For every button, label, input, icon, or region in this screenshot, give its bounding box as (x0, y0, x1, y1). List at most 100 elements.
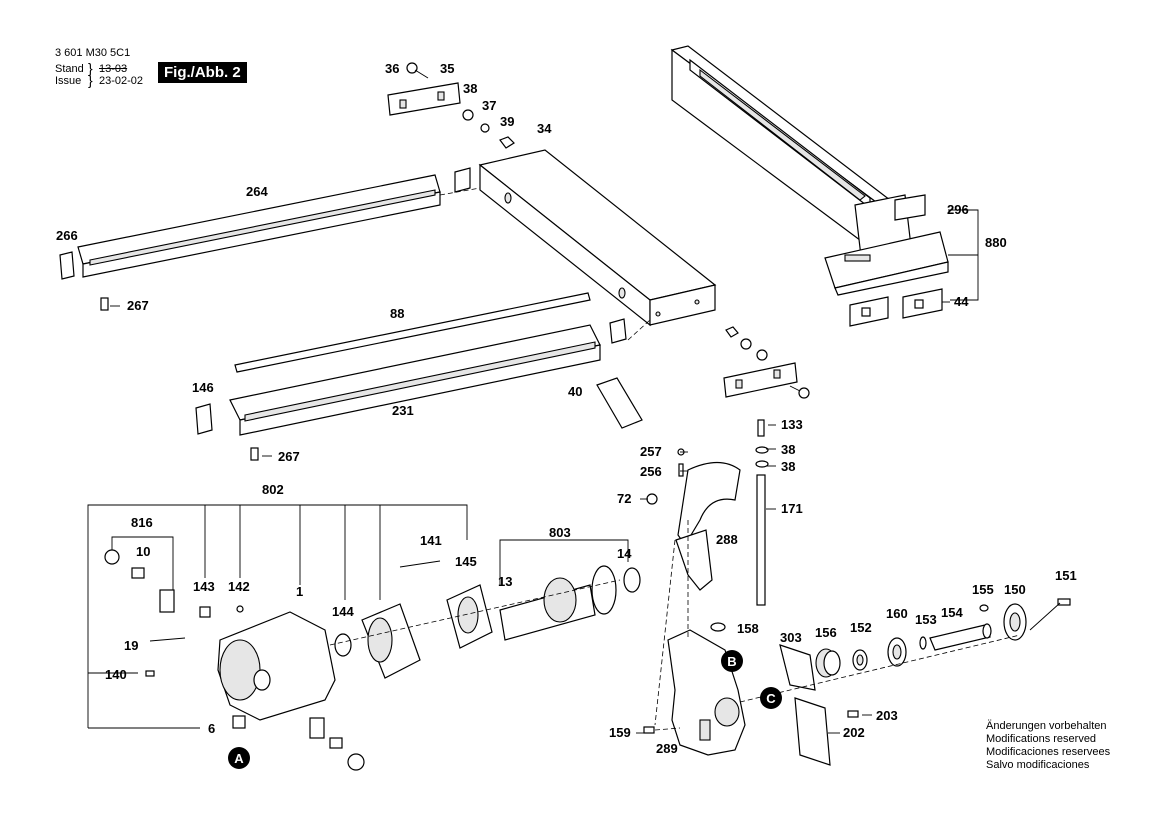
part-label: 303 (780, 630, 802, 645)
part-label: 267 (278, 449, 300, 464)
part-label: 38 (781, 459, 795, 474)
field-winding (361, 603, 421, 679)
part-label: 133 (781, 417, 803, 432)
callout-c (760, 687, 782, 709)
gasket (779, 644, 816, 691)
part-label: 202 (843, 725, 865, 740)
part-label: 171 (781, 501, 803, 516)
part-label: 37 (482, 98, 496, 113)
part-label: 39 (500, 114, 514, 129)
part-label: 257 (640, 444, 662, 459)
screw (100, 297, 109, 311)
slot (773, 369, 781, 379)
brace: } (88, 72, 93, 88)
fan-baffle (446, 584, 493, 649)
washer (462, 109, 474, 121)
modifications-note: Änderungen vorbehalten Modifications res… (986, 720, 1110, 772)
fence-clip (849, 296, 889, 327)
washer (755, 460, 769, 468)
part-label: 150 (1004, 582, 1026, 597)
brush-cap (104, 549, 175, 613)
screw (406, 62, 429, 79)
note-line: Salvo modificaciones (986, 759, 1090, 771)
part-label: 10 (136, 544, 150, 559)
bevel-bracket (675, 529, 713, 591)
part-label: 256 (640, 464, 662, 479)
glide-pad (596, 377, 643, 429)
stand-label: Stand (55, 63, 84, 75)
circlip (710, 622, 726, 632)
note-line: Modificaciones reservees (986, 746, 1111, 758)
part-label: 19 (124, 638, 138, 653)
part-label: 266 (56, 228, 78, 243)
part-label: 38 (463, 81, 477, 96)
extension-bar (478, 149, 717, 327)
part-label: 264 (246, 184, 268, 199)
part-label: 146 (192, 380, 214, 395)
scale-strip (234, 292, 591, 373)
nut (499, 136, 515, 149)
callout-b (721, 650, 743, 672)
part-label: 13 (498, 574, 512, 589)
guard-plate (794, 697, 831, 766)
guide-shaft (756, 474, 766, 606)
fence-clip (902, 288, 943, 319)
callout-a (228, 747, 250, 769)
part-label: 140 (105, 667, 127, 682)
pin (145, 670, 155, 677)
callout-a-letter: A (234, 751, 244, 766)
bracket-802 (87, 504, 468, 729)
nut (725, 326, 739, 338)
part-label: 289 (656, 741, 678, 756)
bracket-803 (499, 539, 629, 585)
screw (789, 385, 810, 399)
brush-holder (232, 715, 246, 729)
screw (250, 447, 259, 461)
callout-c-letter: C (766, 691, 776, 706)
bearing (852, 649, 868, 671)
part-label: 288 (716, 532, 738, 547)
ring (919, 636, 927, 650)
part-label: 88 (390, 306, 404, 321)
gear-housing (667, 629, 746, 756)
part-label: 153 (915, 612, 937, 627)
motor-housing (217, 611, 336, 721)
part-label: 203 (876, 708, 898, 723)
bevel-sector (677, 461, 741, 547)
bolt (757, 419, 765, 437)
part-label: 155 (972, 582, 994, 597)
key (979, 604, 989, 612)
flange (1003, 603, 1027, 641)
clamp-plate (723, 362, 798, 398)
washer (756, 349, 768, 361)
part-label: 296 (947, 202, 969, 217)
note-line: Änderungen vorbehalten (986, 720, 1107, 732)
gear (815, 648, 841, 678)
part-label: 143 (193, 579, 215, 594)
part-label: 151 (1055, 568, 1077, 583)
part-label: 72 (617, 491, 631, 506)
part-number: 3 601 M30 5C1 (55, 47, 131, 59)
note-line: Modifications reserved (986, 733, 1097, 745)
part-label: 802 (262, 482, 284, 497)
screw (236, 605, 244, 613)
part-label: 35 (440, 61, 454, 76)
part-label: 144 (332, 604, 354, 619)
part-labels: 36 35 38 37 39 34 264 266 267 88 146 231… (56, 61, 1077, 756)
knob (646, 493, 658, 505)
part-label: 231 (392, 403, 414, 418)
part-label: 156 (815, 625, 837, 640)
drive-spindle (929, 623, 992, 651)
part-label: 36 (385, 61, 399, 76)
clamp-plate (387, 82, 461, 116)
part-label: 160 (886, 606, 908, 621)
screw (1057, 598, 1071, 606)
part-label: 158 (737, 621, 759, 636)
part-label: 803 (549, 525, 571, 540)
slot (735, 379, 743, 389)
part-label: 40 (568, 384, 582, 399)
brush-holder (199, 606, 211, 618)
part-label: 44 (954, 294, 969, 309)
pin (643, 726, 655, 734)
